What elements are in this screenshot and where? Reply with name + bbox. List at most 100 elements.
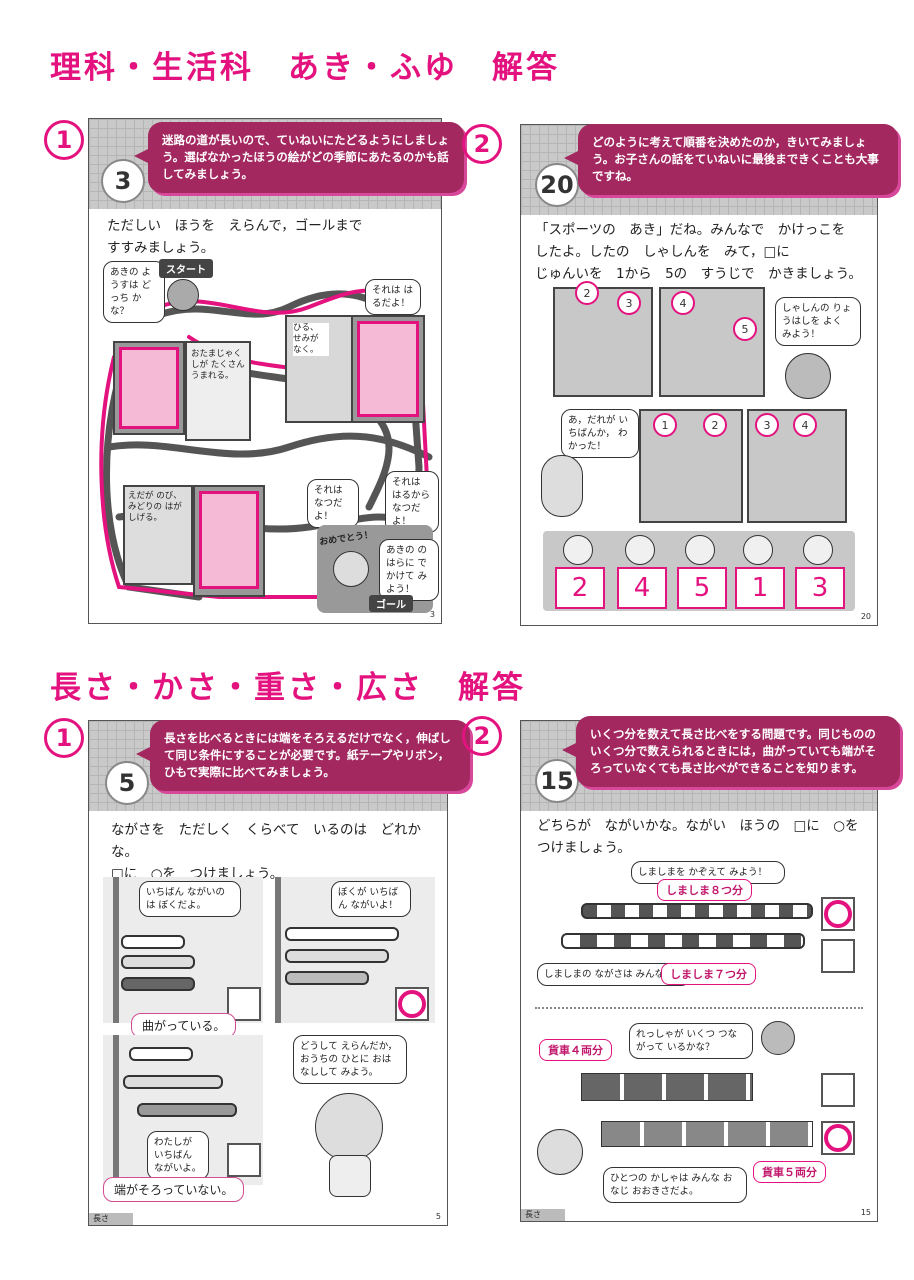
bubble-rabbit: あ，だれが いちばんか， わかった！ [561, 409, 639, 458]
instruction-line: すすみましょう。 [107, 240, 215, 256]
alignment-bar [275, 877, 281, 1023]
instruction-line: ながさを ただしく くらべて いるのは どれかな。 [111, 822, 421, 860]
answer-box-selected[interactable] [821, 897, 855, 931]
option-b: ぼくが いちばん ながいよ！ [275, 877, 435, 1023]
goal-label: ゴール [369, 595, 413, 612]
footer-label: 長さ [89, 1213, 133, 1225]
bubble-option-c: わたしが いちばん ながいよ。 [147, 1131, 209, 1180]
bubble-spring-summer: それは はるから なつだよ！ [385, 471, 439, 533]
runner-pin: 1 [653, 413, 677, 437]
page-number-badge: 20 [535, 163, 579, 207]
answer-strip: 2 4 5 1 3 [543, 531, 855, 611]
answer-circle-mark [824, 1124, 852, 1152]
bear-character [537, 1129, 583, 1175]
train-5-cars [601, 1121, 813, 1147]
snake-7-stripes [561, 933, 805, 949]
bubble-train: れっしゃが いくつ つながって いるかな？ [629, 1023, 753, 1059]
footer-label: 長さ [521, 1209, 565, 1221]
question-mark-2: 2 [462, 124, 502, 164]
answer-box[interactable]: 5 [677, 567, 727, 609]
child-face [625, 535, 655, 565]
snake [129, 1047, 193, 1061]
instruction-line: ただしい ほうを えらんで，ゴールまで [107, 218, 363, 234]
answer-box-selected[interactable] [395, 987, 429, 1021]
child-face [685, 535, 715, 565]
mouse-character [167, 279, 199, 311]
teacher-note: 長さを比べるときには端をそろえるだけでなく，伸ばして同じ条件にすることが必要です… [136, 720, 470, 791]
rabbit-character [541, 455, 583, 517]
instruction: ながさを ただしく くらべて いるのは どれかな。 □に ○を つけましょう。 [111, 819, 441, 885]
child-face [743, 535, 773, 565]
tag-5-cars: 貨車５両分 [753, 1161, 826, 1183]
tag-4-cars: 貨車４両分 [539, 1039, 612, 1061]
answer-box-empty[interactable] [821, 1073, 855, 1107]
snake [121, 955, 195, 969]
answer-box-empty[interactable] [821, 939, 855, 973]
instruction: ただしい ほうを えらんで，ゴールまで すすみましょう。 [99, 213, 441, 261]
runner-pin: 4 [671, 291, 695, 315]
tag-bent: 曲がっている。 [131, 1013, 237, 1038]
tag-8-stripes: しましま８つ分 [657, 879, 752, 901]
answer-box[interactable]: 2 [555, 567, 605, 609]
caption-leaves: えだが のび、 みどりの はが しげる。 [128, 491, 182, 523]
answer-box[interactable]: 4 [617, 567, 667, 609]
tag-unaligned: 端がそろっていない。 [103, 1177, 245, 1202]
divider [535, 1007, 863, 1009]
bubble-option-b: ぼくが いちばん ながいよ！ [331, 881, 411, 917]
bubble-bear: どうして えらんだか， おうちの ひとに おはなしして みよう。 [293, 1035, 407, 1084]
snake [285, 927, 399, 941]
option-c: わたしが いちばん ながいよ。 [103, 1035, 263, 1185]
choice-panel-summer [351, 315, 425, 423]
bubble-option-a: いちばん ながいのは ぼくだよ。 [139, 881, 241, 917]
runner-pin: 3 [617, 291, 641, 315]
runner-pin: 2 [575, 281, 599, 305]
snake [285, 971, 369, 985]
runner-pin: 5 [733, 317, 757, 341]
answer-box[interactable]: 3 [795, 567, 845, 609]
train-4-cars [581, 1073, 753, 1101]
child-face [803, 535, 833, 565]
leaves-picture: えだが のび、 みどりの はが しげる。 [123, 485, 193, 585]
snake [121, 977, 195, 991]
page-5-snakes: 5 ながさを ただしく くらべて いるのは どれかな。 □に ○を つけましょう… [88, 720, 448, 1226]
bubble-car-size: ひとつの かしゃは みんな おなじ おおきさだよ。 [603, 1167, 747, 1203]
mouse-character [785, 353, 831, 399]
answer-circle-mark [398, 990, 426, 1018]
bubble-which-autumn: あきの ようすは どっち かな？ [103, 261, 165, 323]
instruction: 「スポーツの あき」だね。みんなで かけっこを したよ。したの しゃしんを みて… [535, 219, 865, 285]
bubble-goal: あきの のはらに でかけて みよう！ [379, 539, 439, 601]
snake [137, 1103, 237, 1117]
question-mark-2: 2 [462, 716, 502, 756]
choice-panel-spring [113, 341, 185, 435]
snake [123, 1075, 223, 1089]
bear-body [329, 1155, 371, 1197]
section-title-seasons: 理科・生活科 あき・ふゆ 解答 [50, 50, 560, 86]
page-number-badge: 15 [535, 759, 579, 803]
answer-box[interactable]: 1 [735, 567, 785, 609]
page-15-stripes: 15 どちらが ながいかな。ながい ほうの □に ○を つけましょう。 しましま… [520, 720, 878, 1222]
caption-tadpole: おたまじゃくしが たくさん うまれる。 [191, 349, 245, 381]
child-face [563, 535, 593, 565]
bubble-mouse-hint: しゃしんの りょうはしを よく みよう！ [775, 297, 861, 346]
runner-pin: 2 [703, 413, 727, 437]
alignment-bar [113, 877, 119, 1023]
footer-page-number: 5 [435, 1212, 441, 1221]
cicada-picture: ひる、 せみが なく。 [285, 315, 353, 423]
instruction: どちらが ながいかな。ながい ほうの □に ○を つけましょう。 [537, 815, 867, 859]
teacher-note: どのように考えて順番を決めたのか，きいてみましょう。お子さんの話をていねいに最後… [564, 124, 898, 195]
page-20-race: 20 「スポーツの あき」だね。みんなで かけっこを したよ。したの しゃしんを… [520, 124, 878, 626]
bubble-spring-hint: それは はるだよ！ [365, 279, 421, 315]
snake-8-stripes [581, 903, 813, 919]
question-mark-1: 1 [44, 718, 84, 758]
footer-page-number: 15 [860, 1208, 871, 1217]
bear-character [315, 1093, 383, 1161]
page-number-badge: 3 [101, 159, 145, 203]
runner-pin: 3 [755, 413, 779, 437]
snake [285, 949, 389, 963]
question-mark-1: 1 [44, 120, 84, 160]
answer-box-selected[interactable] [821, 1121, 855, 1155]
answer-box-empty[interactable] [227, 1143, 261, 1177]
choice-highlight [357, 321, 419, 417]
teacher-note: 迷路の道が長いので、ていねいにたどるようにしましょう。選ばなかったほうの絵がどの… [134, 122, 464, 193]
answer-circle-mark [824, 900, 852, 928]
